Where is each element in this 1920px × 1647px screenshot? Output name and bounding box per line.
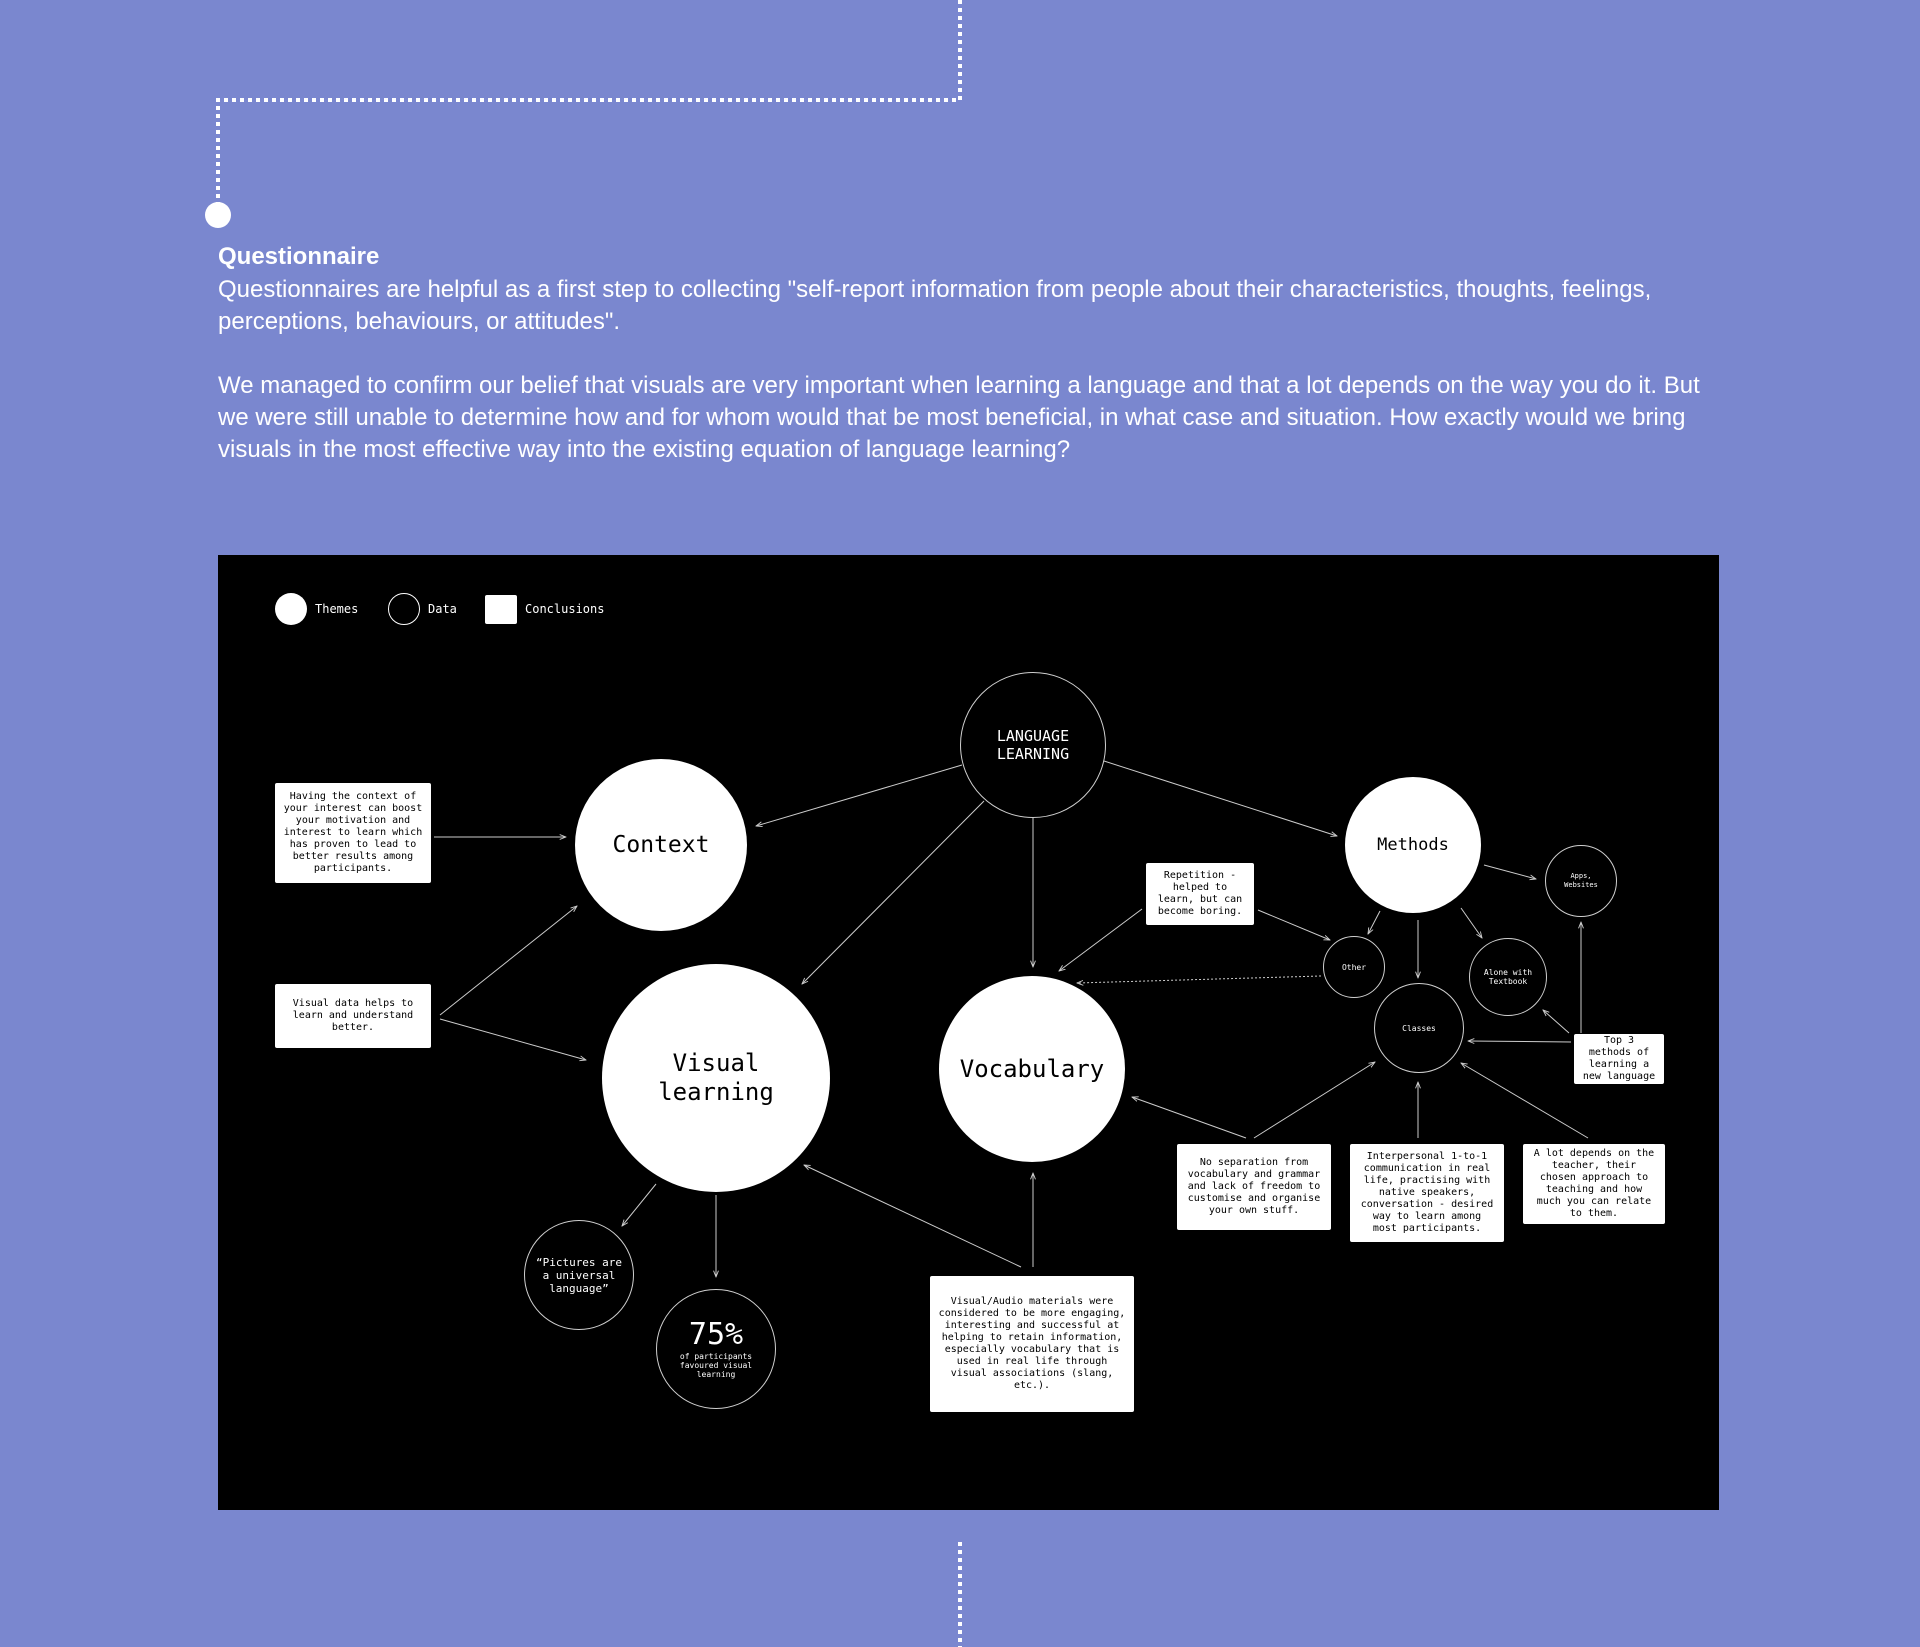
data-alone-with-textbook: Alone with Textbook	[1469, 938, 1547, 1016]
section-paragraph-1: Questionnaires are helpful as a first st…	[218, 276, 1652, 335]
conclusion-interpersonal: Interpersonal 1-to-1 communication in re…	[1350, 1144, 1504, 1242]
legend-conclusion-swatch	[485, 594, 517, 624]
theme-language-learning: LANGUAGE LEARNING	[960, 672, 1106, 818]
edge-visualdata-to-visual	[439, 1018, 586, 1060]
section-paragraph-2: We managed to confirm our belief that vi…	[218, 372, 1700, 463]
edge-separation-to-classes	[1253, 1062, 1375, 1139]
affinity-diagram: Themes Data Conclusions LANGUAGE LEARNIN…	[218, 555, 1719, 1510]
edge-visualdata-to-context	[439, 906, 577, 1016]
edge-repetition-to-vocabulary	[1059, 908, 1143, 971]
data-participants-percent: 75% of participants favoured visual lear…	[656, 1289, 776, 1409]
theme-methods: Methods	[1345, 777, 1481, 913]
edge-teacher-to-classes	[1461, 1063, 1589, 1139]
conclusion-context-motivation: Having the context of your interest can …	[275, 783, 431, 883]
milestone-dot	[205, 202, 231, 228]
conclusion-visual-data: Visual data helps to learn and understan…	[275, 984, 431, 1048]
edge-language-to-methods	[1103, 760, 1337, 836]
data-pictures-quote: “Pictures are a universal language”	[524, 1220, 634, 1330]
diagram-connectors	[434, 760, 1589, 1510]
edge-top3-to-alone	[1543, 1010, 1570, 1034]
questionnaire-section: Questionnaire Questionnaires are helpful…	[218, 240, 1718, 466]
theme-context: Context	[575, 759, 747, 931]
edge-methods-to-other	[1368, 910, 1381, 934]
edge-methods-to-apps	[1483, 864, 1536, 879]
edge-visual-to-quote	[622, 1183, 657, 1226]
legend-data: Data	[388, 593, 457, 625]
edge-materials-to-visual	[804, 1165, 1022, 1268]
percent-caption: of participants favoured visual learning	[679, 1351, 753, 1379]
percent-value: 75%	[688, 1316, 744, 1352]
edge-language-to-visual	[802, 800, 985, 984]
edge-language-to-context	[756, 764, 963, 826]
edge-top3-to-classes	[1468, 1041, 1572, 1042]
theme-visual-learning: Visual learning	[602, 964, 830, 1192]
legend-theme-swatch	[275, 593, 307, 625]
data-apps-websites: Apps, Websites	[1545, 845, 1617, 917]
edge-other-to-vocabulary	[1077, 975, 1322, 983]
theme-vocabulary: Vocabulary	[939, 976, 1125, 1162]
legend-themes-label: Themes	[315, 602, 359, 616]
legend-data-label: Data	[428, 602, 457, 616]
legend-data-swatch	[388, 593, 420, 625]
conclusion-repetition: Repetition - helped to learn, but can be…	[1146, 863, 1254, 925]
dotted-connector-top	[216, 0, 962, 205]
conclusion-top-3-methods: Top 3 methods of learning a new language	[1574, 1034, 1664, 1084]
edge-methods-to-alone	[1460, 907, 1482, 938]
conclusion-teacher: A lot depends on the teacher, their chos…	[1523, 1144, 1665, 1224]
data-other: Other	[1323, 936, 1385, 998]
edge-repetition-to-other	[1257, 909, 1330, 940]
conclusion-no-separation: No separation from vocabulary and gramma…	[1177, 1144, 1331, 1230]
legend-conclusions-label: Conclusions	[525, 602, 605, 616]
section-title: Questionnaire	[218, 243, 380, 270]
data-classes: Classes	[1374, 983, 1464, 1073]
edge-separation-to-vocabulary	[1132, 1097, 1247, 1139]
conclusion-visual-audio-materials: Visual/Audio materials were considered t…	[930, 1276, 1134, 1412]
legend-conclusions: Conclusions	[485, 593, 604, 625]
legend-themes: Themes	[275, 593, 358, 625]
